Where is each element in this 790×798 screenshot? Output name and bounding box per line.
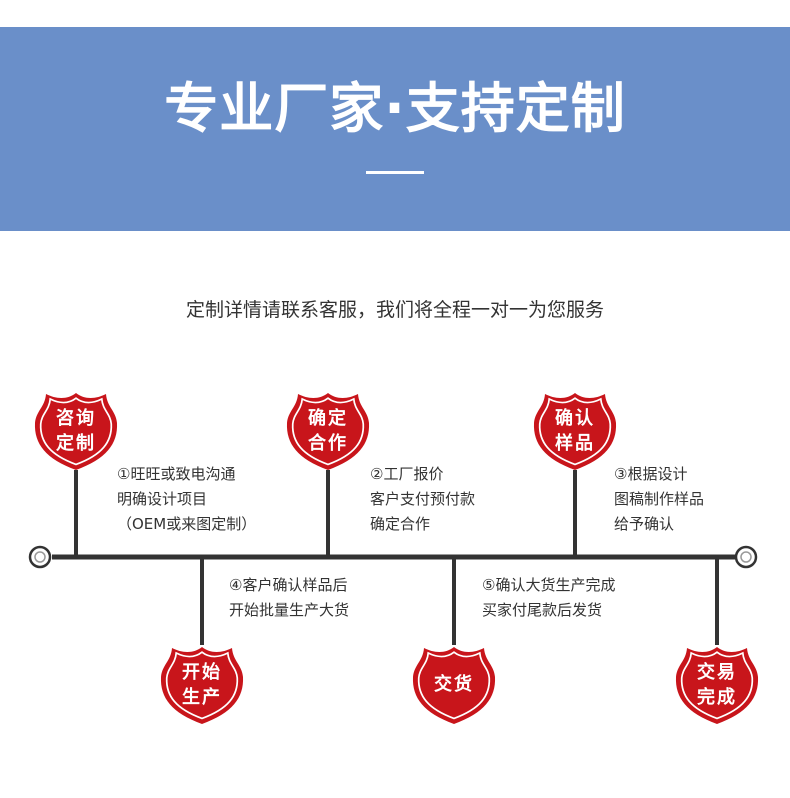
step-line: 客户支付预付款 [370, 490, 476, 508]
badge-label-step-2: 确定 合作 [288, 406, 368, 456]
step-line: 确定合作 [370, 515, 431, 533]
step-line: ②工厂报价 [370, 465, 444, 483]
step-line: （OEM或来图定制） [117, 515, 257, 533]
badge-line: 完成 [697, 687, 737, 708]
badge-label-step-3: 确认 样品 [535, 406, 615, 456]
timeline-end-ring-inner [740, 551, 752, 563]
step-line: 明确设计项目 [117, 490, 208, 508]
subtitle: 定制详情请联系客服，我们将全程一对一为您服务 [185, 299, 604, 321]
step-line: ①旺旺或致电沟通 [117, 465, 236, 483]
badge-label-step-4: 开始 生产 [162, 660, 242, 710]
step-description-3: ③根据设计 图稿制作样品 给予确认 [614, 462, 704, 537]
badge-label-step-5: 交货 [414, 672, 494, 697]
badge-line: 交货 [434, 674, 474, 695]
step-description-1: ①旺旺或致电沟通 明确设计项目 （OEM或来图定制） [117, 462, 256, 537]
step-line: ③根据设计 [614, 465, 688, 483]
badge-line: 确定 [308, 408, 348, 429]
step-description-2: ②工厂报价 客户支付预付款 确定合作 [370, 462, 475, 537]
header-banner [0, 27, 790, 231]
badge-line: 合作 [308, 433, 348, 454]
badge-line: 交易 [697, 662, 737, 683]
step-description-5: ⑤确认大货生产完成 买家付尾款后发货 [482, 573, 615, 623]
step-line: 给予确认 [614, 515, 675, 533]
step-line: 开始批量生产大货 [229, 601, 350, 619]
step-line: 图稿制作样品 [614, 490, 705, 508]
banner-title: 专业厂家·支持定制 [164, 77, 626, 140]
badge-label-step-1: 咨询 定制 [36, 406, 116, 456]
badge-line: 开始 [182, 662, 222, 683]
badge-line: 咨询 [56, 408, 96, 429]
badge-line: 生产 [182, 687, 222, 708]
banner-divider [366, 171, 424, 174]
badge-line: 样品 [555, 433, 595, 454]
step-line: ④客户确认样品后 [229, 576, 348, 594]
step-line: 买家付尾款后发货 [482, 601, 603, 619]
step-line: ⑤确认大货生产完成 [482, 576, 616, 594]
badge-line: 定制 [56, 433, 96, 454]
badge-line: 确认 [555, 408, 595, 429]
badge-label-step-6: 交易 完成 [677, 660, 757, 710]
step-description-4: ④客户确认样品后 开始批量生产大货 [229, 573, 349, 623]
timeline-start-ring-inner [34, 551, 46, 563]
